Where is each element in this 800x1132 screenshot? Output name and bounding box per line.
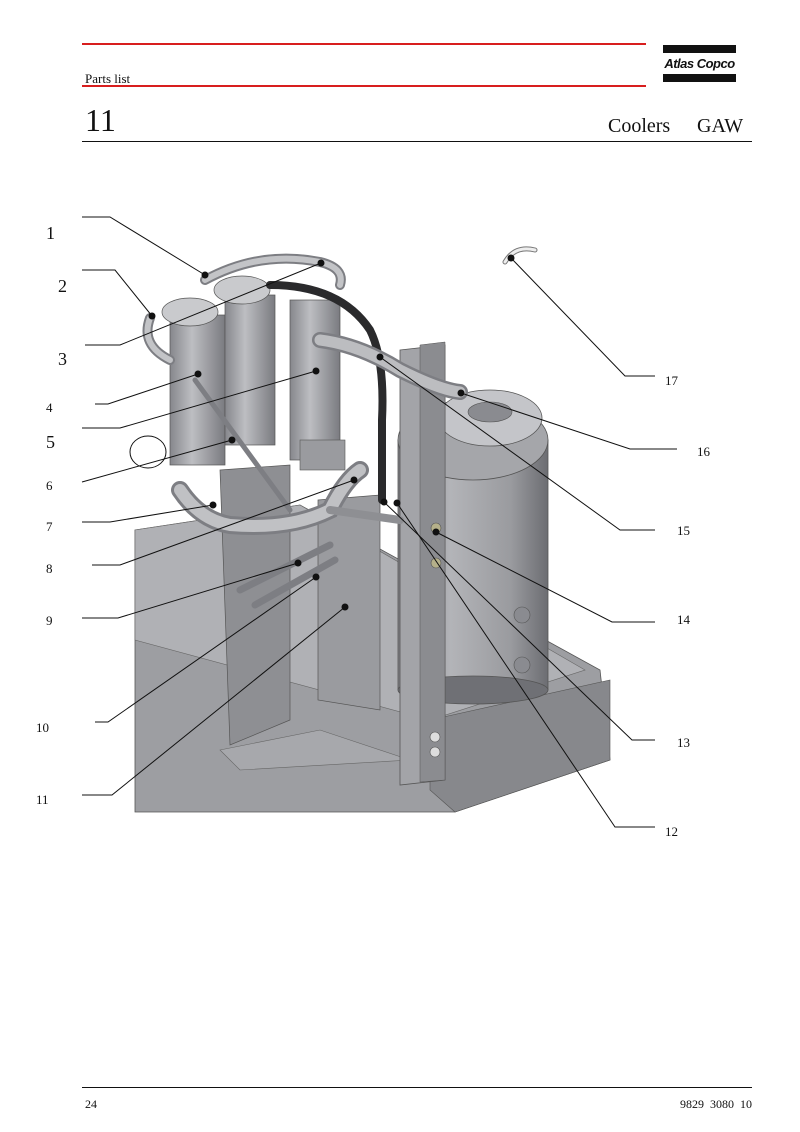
callout-5: 5 xyxy=(46,432,55,452)
document-number: 9829 3080 10 xyxy=(680,1097,752,1111)
callout-15: 15 xyxy=(677,523,690,538)
callout-1: 1 xyxy=(46,223,55,243)
callout-10: 10 xyxy=(36,720,49,735)
callout-12: 12 xyxy=(665,824,678,839)
callout-3: 3 xyxy=(58,349,67,369)
piping xyxy=(142,246,538,609)
header-middle-rule xyxy=(82,85,646,87)
atlas-copco-logo: Atlas Copco xyxy=(663,45,736,83)
callout-8: 8 xyxy=(46,561,53,576)
detail-highlight-circle xyxy=(129,435,167,469)
page-number: 24 xyxy=(85,1097,97,1111)
header-top-rule xyxy=(82,43,646,45)
callout-11: 11 xyxy=(36,792,49,807)
callout-2: 2 xyxy=(58,276,67,296)
chapter-number: 11 xyxy=(85,102,116,138)
callout-dots xyxy=(148,254,515,611)
section-label: Parts list xyxy=(85,71,131,86)
footer-rule xyxy=(82,1087,752,1088)
callout-17: 17 xyxy=(665,373,678,388)
callout-14: 14 xyxy=(677,612,690,627)
callout-16: 16 xyxy=(697,444,710,459)
callout-7: 7 xyxy=(46,519,53,534)
callout-9: 9 xyxy=(46,613,53,628)
callout-13: 13 xyxy=(677,735,690,750)
cooler-cylinders xyxy=(161,275,346,471)
model-name: GAW xyxy=(697,115,744,137)
header-bottom-rule xyxy=(82,141,752,142)
callout-leaders xyxy=(81,216,677,828)
callout-6: 6 xyxy=(46,478,53,493)
chapter-title: Coolers xyxy=(608,115,671,137)
callout-4: 4 xyxy=(46,400,53,415)
